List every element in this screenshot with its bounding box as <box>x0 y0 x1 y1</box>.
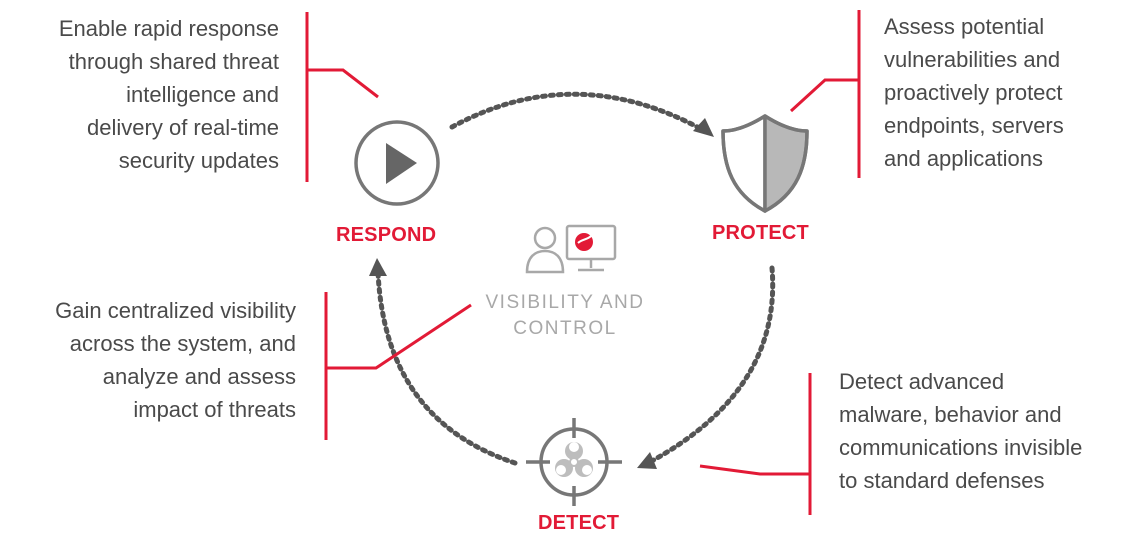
visibility-desc-line: across the system, and <box>69 331 296 356</box>
arrowhead-protect <box>693 118 714 137</box>
protect-desc-line: and applications <box>884 146 1044 171</box>
protect-desc-line: endpoints, servers <box>884 113 1064 138</box>
respond-label: RESPOND <box>336 224 437 246</box>
visibility-desc-line: impact of threats <box>133 397 296 422</box>
detect-desc-line: to standard defenses <box>839 468 1045 493</box>
center-label-line-2: CONTROL <box>513 318 617 339</box>
connector-visibility <box>324 292 472 440</box>
visibility-desc-line: analyze and assess <box>102 364 296 389</box>
protect-description: Assess potential vulnerabilities and pro… <box>884 10 1064 175</box>
detect-description: Detect advanced malware, behavior and co… <box>839 365 1082 497</box>
respond-desc-line: Enable rapid response <box>58 16 279 41</box>
respond-desc-line: intelligence and <box>126 82 279 107</box>
arrow-protect-to-detect <box>647 265 776 465</box>
visibility-description: Gain centralized visibility across the s… <box>55 294 296 426</box>
visibility-desc-line: Gain centralized visibility <box>55 298 296 323</box>
arrow-detect-to-respond <box>375 269 518 466</box>
shield-icon <box>721 114 809 213</box>
user-monitor-icon <box>525 224 617 274</box>
respond-desc-line: through shared threat <box>68 49 279 74</box>
respond-description: Enable rapid response through shared thr… <box>59 12 279 177</box>
detect-desc-line: malware, behavior and <box>839 402 1062 427</box>
biohazard-crosshair-icon <box>526 418 622 506</box>
protect-desc-line: vulnerabilities and <box>884 47 1061 72</box>
respond-desc-line: security updates <box>118 148 279 173</box>
protect-label: PROTECT <box>712 222 809 244</box>
play-icon <box>354 120 440 206</box>
protect-desc-line: proactively protect <box>884 80 1063 105</box>
detect-desc-line: communications invisible <box>839 435 1083 460</box>
center-label-line-1: VISIBILITY AND <box>485 292 645 313</box>
connector-protect <box>789 10 861 178</box>
detect-desc-line: Detect advanced <box>839 369 1005 394</box>
connector-respond <box>305 12 379 182</box>
arrowhead-respond <box>369 258 387 276</box>
arrow-respond-to-protect <box>449 91 706 133</box>
visibility-control-label: VISIBILITY AND CONTROL <box>455 290 675 342</box>
respond-desc-line: delivery of real-time <box>87 115 279 140</box>
connector-detect <box>699 373 812 515</box>
detect-label: DETECT <box>538 512 620 534</box>
protect-desc-line: Assess potential <box>884 14 1045 39</box>
arrowhead-detect <box>637 452 657 469</box>
